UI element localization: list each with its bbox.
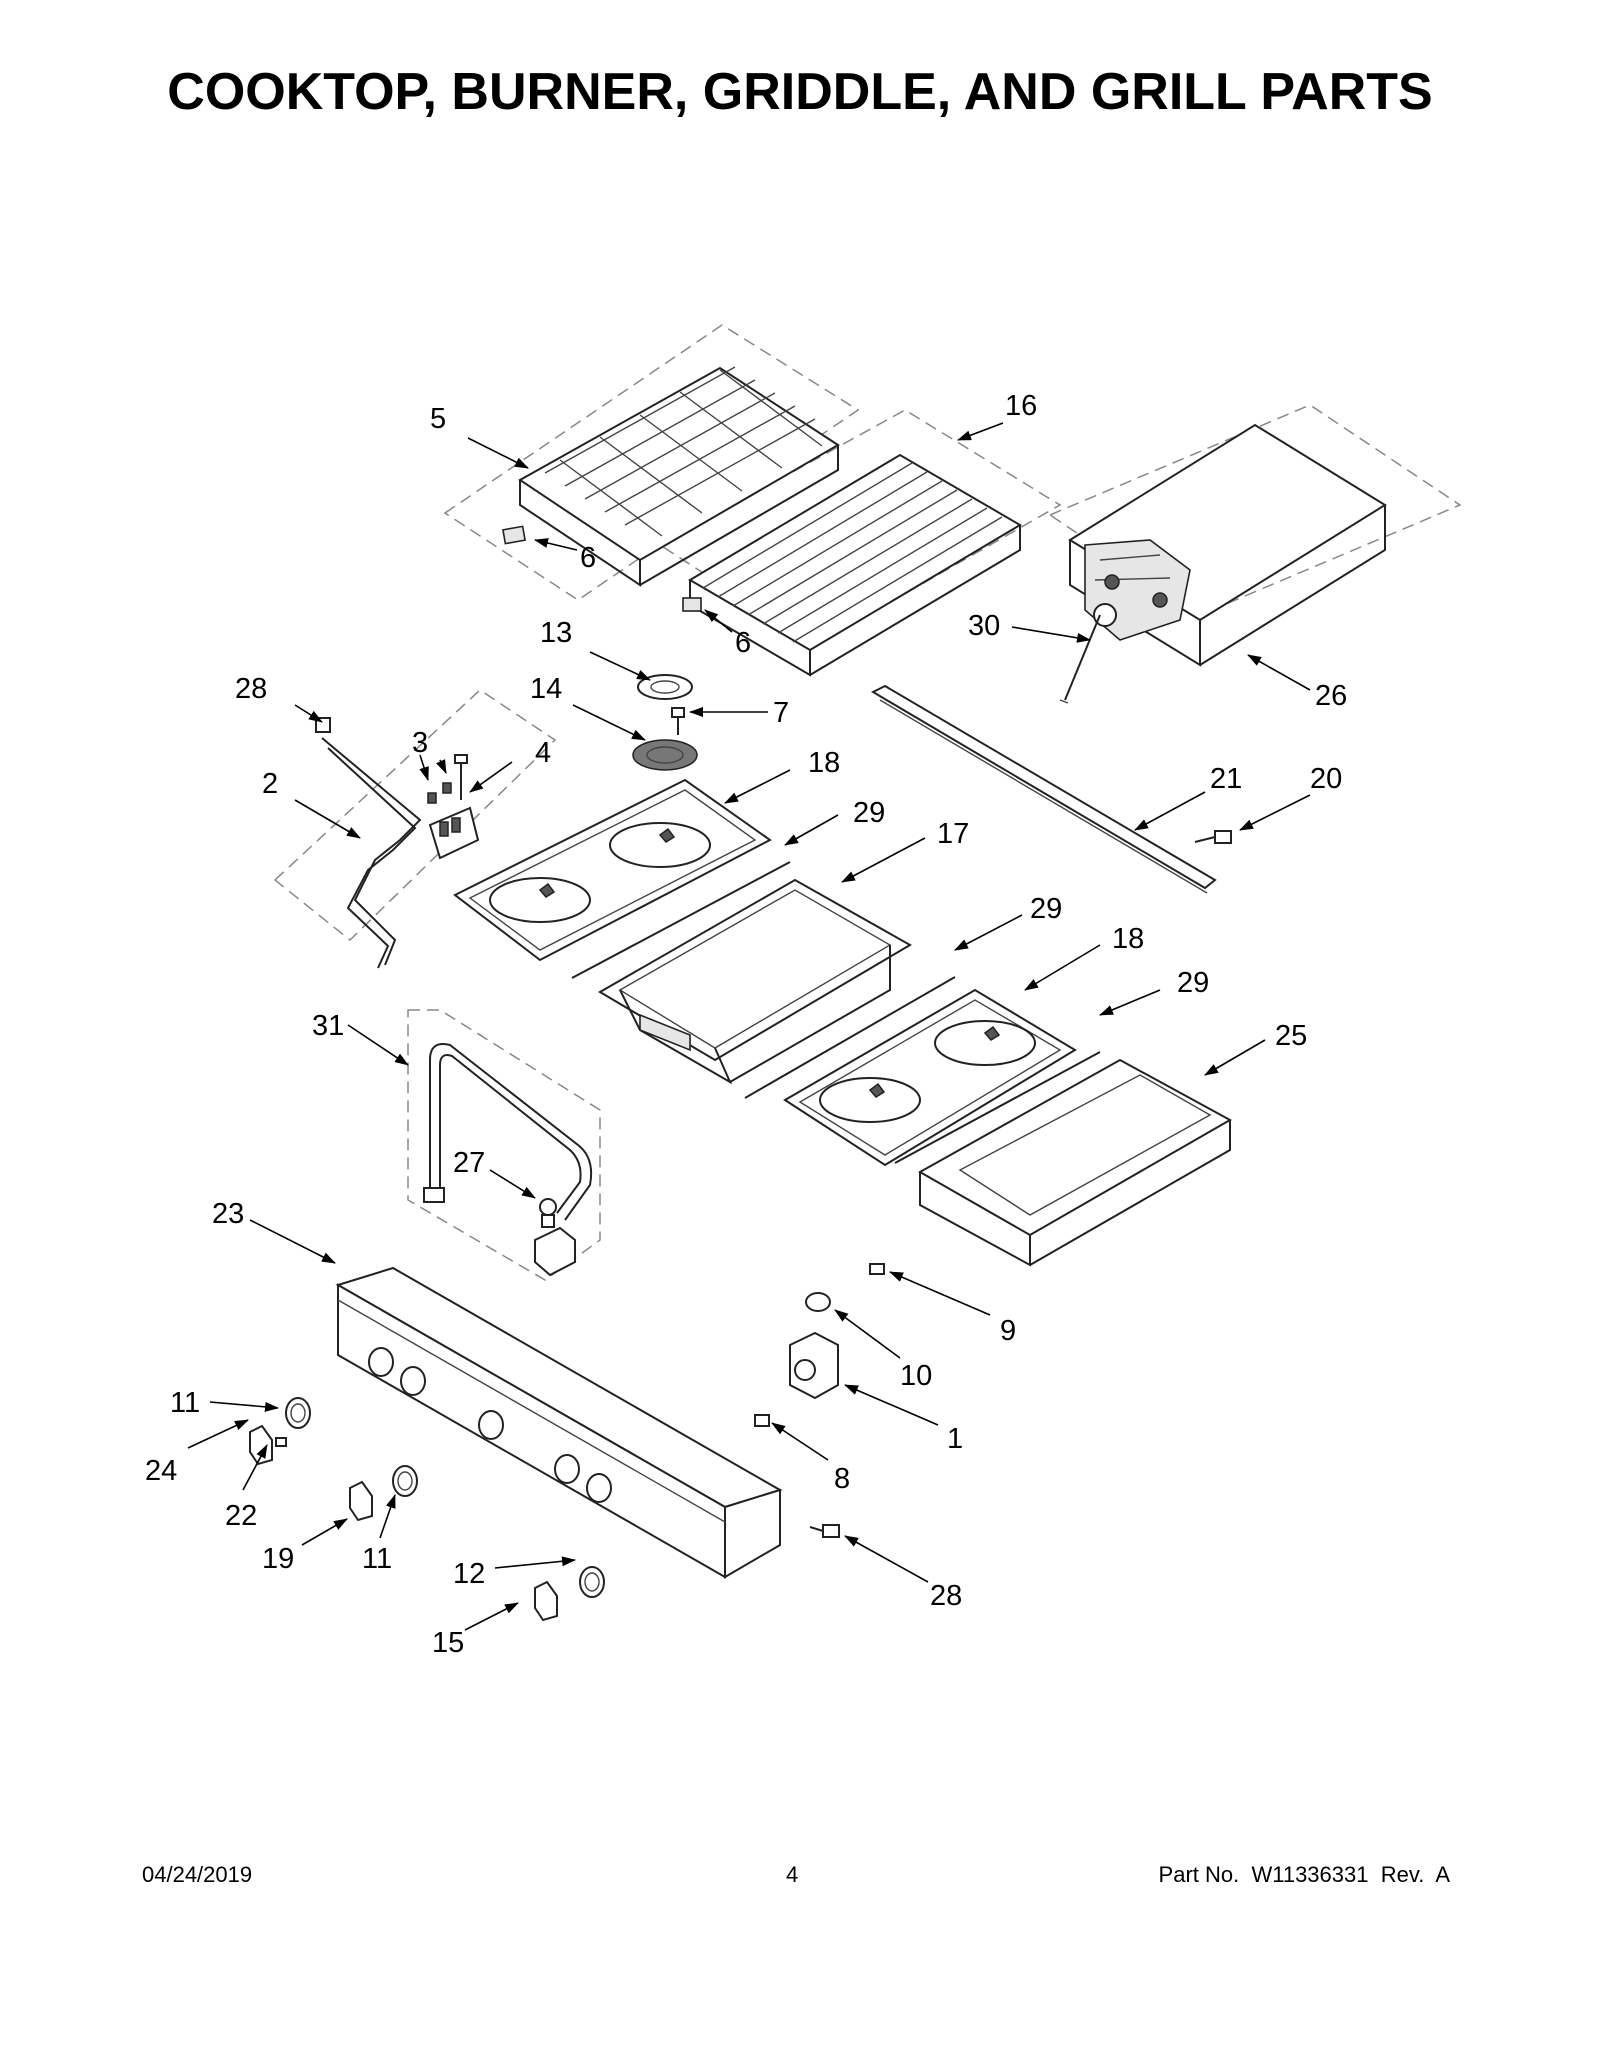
callout-label: 4 (535, 737, 551, 769)
callout-label: 7 (773, 697, 789, 729)
burner-pan-right (783, 988, 1077, 1167)
knob-lower (534, 1580, 558, 1622)
griddle (917, 1058, 1233, 1267)
footer-page-number: 4 (786, 1862, 799, 1887)
footer-part-number: Part No. W11336331 Rev. A (1158, 1862, 1450, 1887)
callout-label: 24 (145, 1455, 177, 1487)
gasket-strip (894, 1051, 1101, 1164)
callout-label: 15 (432, 1627, 464, 1659)
regulator (534, 1198, 576, 1277)
page-title: COOKTOP, BURNER, GRIDDLE, AND GRILL PART… (167, 63, 1433, 121)
burner-head (632, 739, 698, 771)
callout-label: 5 (430, 403, 446, 435)
callout-label: 18 (808, 747, 840, 779)
footer-date: 04/24/2019 (142, 1862, 253, 1887)
callout-label: 10 (900, 1360, 932, 1392)
callout-label: 29 (853, 797, 885, 829)
callout-labels: 5 16 6 6 13 30 26 28 14 7 3 4 2 18 29 17… (145, 390, 1347, 1659)
callout-label: 29 (1177, 967, 1209, 999)
burner-grate (502, 366, 840, 587)
callout-label: 28 (235, 673, 267, 705)
indicator-switch (869, 1263, 885, 1275)
callout-label: 28 (930, 1580, 962, 1612)
grill-unit (1068, 423, 1387, 667)
callout-label: 9 (1000, 1315, 1016, 1347)
switch-screw (754, 1414, 770, 1427)
indicator-light (805, 1292, 831, 1312)
gasket-strip (744, 976, 956, 1099)
trim-rail (870, 684, 1217, 894)
burner-cap (637, 674, 693, 700)
callout-label: 6 (580, 542, 596, 574)
knob-upper (249, 1424, 273, 1466)
callout-label: 17 (937, 818, 969, 850)
callout-label: 21 (1210, 763, 1242, 795)
callout-label: 27 (453, 1147, 485, 1179)
knob-bezel-mid (392, 1465, 418, 1497)
control-panel (335, 1266, 783, 1579)
callout-label: 25 (1275, 1020, 1307, 1052)
valve-assembly (315, 717, 480, 969)
callout-label: 11 (362, 1543, 392, 1575)
callout-label: 8 (834, 1463, 850, 1495)
callout-label: 23 (212, 1198, 244, 1230)
igniter-wire (1059, 614, 1101, 704)
knob-mid (349, 1480, 373, 1522)
grill-grate (682, 453, 1022, 677)
callout-label: 18 (1112, 923, 1144, 955)
control-switch (789, 1331, 839, 1400)
callout-label: 20 (1310, 763, 1342, 795)
callout-label: 29 (1030, 893, 1062, 925)
callout-label: 12 (453, 1558, 485, 1590)
center-tray (598, 878, 912, 1085)
callout-label: 6 (735, 627, 751, 659)
burner-pan-left (453, 778, 772, 962)
leader-arrows (187, 422, 1311, 1631)
rail-screw (1194, 830, 1232, 844)
callout-label: 2 (262, 768, 278, 800)
knob-bezel-upper (285, 1397, 311, 1429)
callout-label: 1 (947, 1423, 963, 1455)
callout-label: 26 (1315, 680, 1347, 712)
callout-label: 13 (540, 617, 572, 649)
callout-label: 31 (312, 1010, 344, 1042)
callout-label: 3 (412, 727, 428, 759)
burner-screw (671, 707, 685, 735)
callout-label: 14 (530, 673, 562, 705)
callout-label: 22 (225, 1500, 257, 1532)
panel-screw (809, 1524, 840, 1538)
callout-label: 19 (262, 1543, 294, 1575)
gasket-strip (571, 861, 791, 979)
knob-bezel-lower (579, 1566, 605, 1598)
callout-label: 16 (1005, 390, 1037, 422)
callout-label: 30 (968, 610, 1000, 642)
callout-label: 11 (170, 1387, 200, 1419)
gas-tube (423, 1043, 593, 1221)
knob-spring (275, 1437, 287, 1447)
